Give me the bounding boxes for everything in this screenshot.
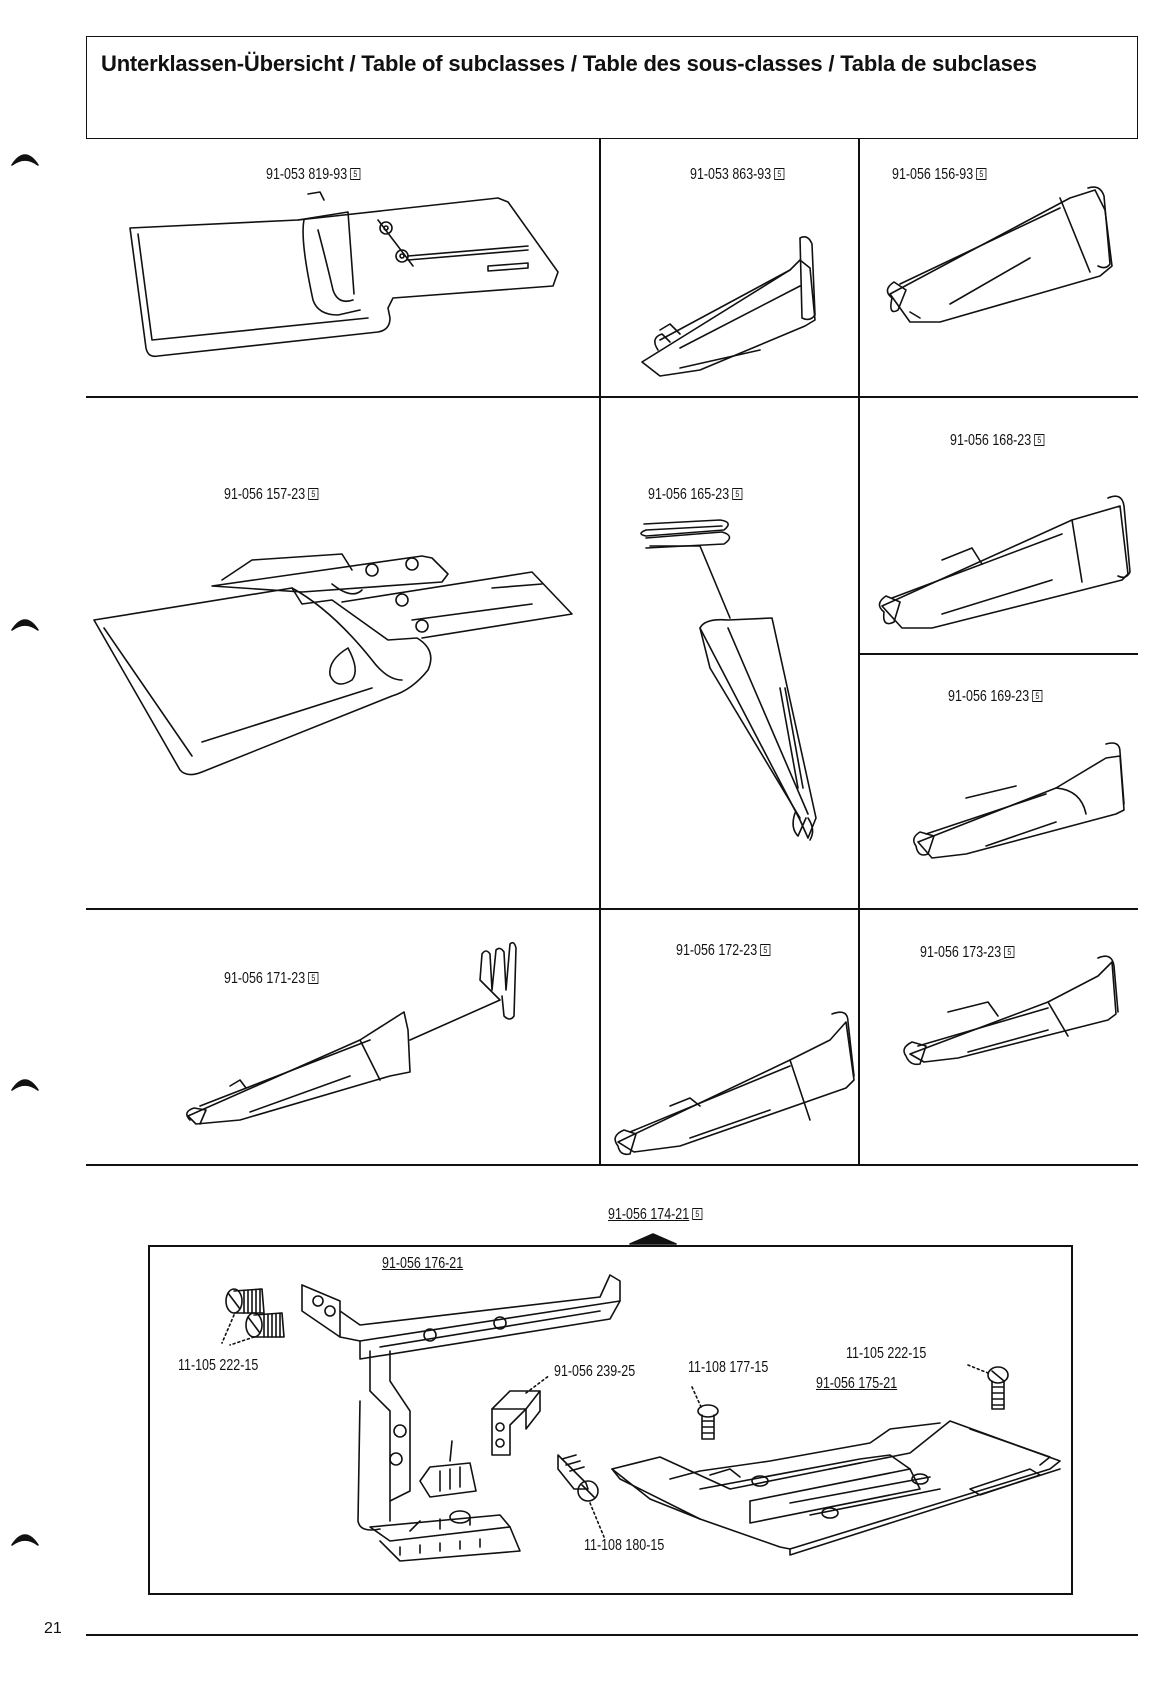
margin-mark-4 [11,1534,39,1546]
grid-hline-3 [86,908,1138,910]
angle-piece-drawing [491,1374,551,1456]
folder-drawing-173 [903,955,1119,1066]
folder-drawing-169 [912,742,1125,859]
assembly-box: 91-056 176-21 11-105 222-15 91-056 239-2… [148,1245,1073,1595]
footer-rule [86,1634,1138,1636]
margin-mark-3 [11,1079,39,1091]
folder-drawing-171 [186,941,517,1125]
grid-hline-2 [858,653,1138,655]
folder-drawing-157 [93,553,573,776]
bracket-assembly-drawing [301,1274,621,1562]
grid-vline-right [858,139,860,1165]
assembly-screws-left-label: 11-105 222-15 [178,1357,259,1374]
folder-drawing-172 [614,1011,855,1156]
assembly-screw-right-label: 11-105 222-15 [846,1345,927,1362]
page-title: Unterklassen-Übersicht / Table of subcla… [101,51,1037,76]
margin-mark-2 [11,619,39,631]
folder-drawing-819 [129,191,559,358]
grid-hline-4 [86,1164,1138,1166]
title-box: Unterklassen-Übersicht / Table of subcla… [86,36,1138,139]
assembly-angle-label: 91-056 239-25 [554,1363,636,1380]
page-number: 21 [44,1620,62,1637]
screw-icon [967,1364,1009,1410]
base-plate-drawing [611,1420,1061,1556]
screw-icon [557,1454,605,1538]
folder-drawing-863 [641,236,816,377]
folder-drawing-156 [886,186,1113,323]
folder-drawing-168 [878,495,1131,629]
screw-icon [221,1288,285,1346]
assembly-pointer-triangle [629,1233,677,1245]
assembly-screw-bottom-label: 11-108 180-15 [584,1537,665,1554]
grid-hline-1 [86,396,1138,398]
assembly-bracket-label: 91-056 176-21 [382,1255,464,1272]
grid-vline-left [599,139,601,1165]
margin-mark-1 [11,154,39,166]
screw-icon [690,1379,719,1440]
folder-drawing-165 [640,519,817,841]
assembly-plate-label: 91-056 175-21 [816,1375,898,1392]
assembly-screw-mid-label: 11-108 177-15 [688,1359,769,1376]
